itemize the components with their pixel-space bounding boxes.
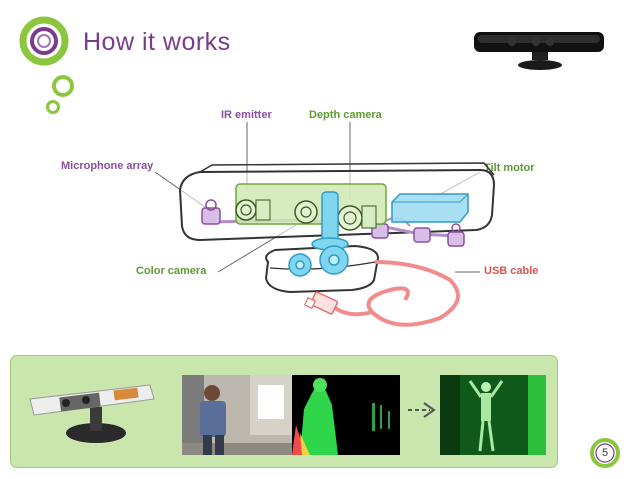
image-strip bbox=[29, 375, 620, 468]
skeleton-ir-photo bbox=[440, 375, 546, 455]
slide-title: How it works bbox=[83, 28, 231, 56]
color-camera-lens bbox=[294, 200, 318, 224]
label-usb-cable: USB cable bbox=[484, 265, 539, 277]
ring-medium bbox=[52, 75, 74, 97]
page-number: 5 bbox=[601, 447, 609, 459]
ring-small bbox=[46, 100, 60, 114]
label-ir-emitter: IR emitter bbox=[221, 109, 272, 121]
arrow-icon bbox=[408, 402, 436, 418]
kinect-diagram bbox=[154, 122, 496, 327]
kinect-device-image bbox=[474, 32, 604, 70]
tilt-gears bbox=[288, 191, 349, 277]
usb-cable bbox=[366, 260, 460, 327]
label-tilt-motor: Tilt motor bbox=[484, 162, 535, 174]
open-kinect-photo bbox=[29, 384, 155, 443]
usb-plug bbox=[303, 291, 338, 315]
label-microphone-array: Microphone array bbox=[61, 160, 154, 172]
ring-large bbox=[19, 16, 69, 66]
label-depth-camera: Depth camera bbox=[309, 109, 382, 121]
decorative-rings bbox=[19, 16, 74, 114]
ir-emitter-lens bbox=[235, 199, 271, 221]
rgb-person-photo bbox=[182, 375, 292, 455]
depth-map-photo bbox=[292, 375, 400, 455]
page-number-ring bbox=[590, 438, 620, 468]
tilt-motor bbox=[391, 193, 469, 223]
label-color-camera: Color camera bbox=[136, 265, 207, 277]
depth-camera-lens bbox=[337, 205, 377, 231]
